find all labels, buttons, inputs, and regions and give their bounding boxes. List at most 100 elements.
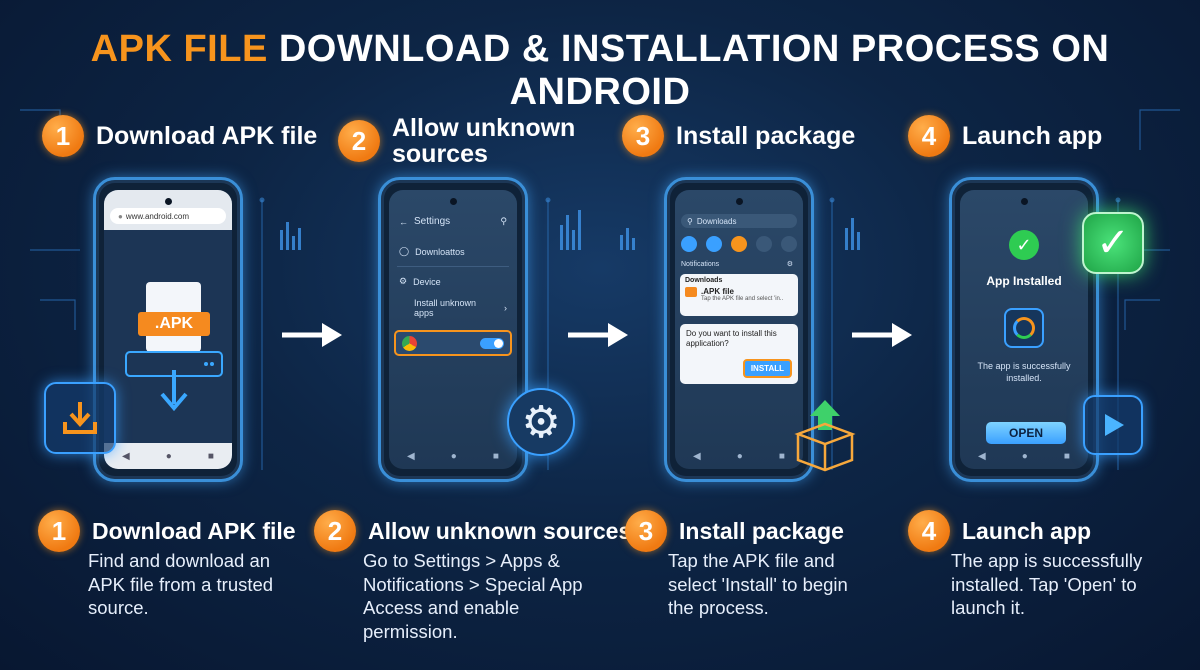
- title-rest: DOWNLOAD & INSTALLATION PROCESS ON ANDRO…: [278, 28, 1110, 113]
- home-icon[interactable]: ●: [1021, 450, 1028, 462]
- settings-title: Settings: [414, 216, 451, 227]
- desc-1-title: Download APK file: [92, 517, 296, 544]
- phone-4-navbar: ◀ ● ■: [960, 443, 1088, 469]
- search-icon[interactable]: ⚲: [500, 216, 507, 226]
- address-url: www.android.com: [125, 211, 189, 221]
- back-icon[interactable]: ◀: [693, 450, 701, 462]
- phone-settings: ← Settings ⚲ ◯ Downloattos ⚙ Device Inst…: [378, 177, 528, 482]
- apk-badge: .APK: [138, 312, 210, 336]
- phone-3-screen: ⚲ Downloads Notifications ⚙ Downloads .A…: [675, 190, 803, 469]
- phone-download: ● www.android.com .APK ◀ ● ■: [93, 177, 243, 482]
- download-notification[interactable]: Downloads .APK file Tap the APK file and…: [680, 274, 798, 316]
- notification-title: Downloads: [685, 277, 723, 284]
- desc-4-line: The app is successfully: [951, 550, 1143, 571]
- step-3-number: 3: [622, 115, 664, 157]
- phone-launch: ✓ App Installed The app is successfully …: [949, 177, 1099, 482]
- arrow-right-icon: [282, 323, 342, 347]
- desc-1-line: Find and download an: [88, 550, 271, 571]
- open-button[interactable]: OPEN: [986, 422, 1066, 444]
- desc-3-line: select 'Install' to begin: [668, 573, 848, 595]
- install-button[interactable]: INSTALL: [742, 359, 792, 378]
- desc-2-line: Go to Settings > Apps &: [363, 550, 560, 571]
- notification-file-name: .APK file: [701, 287, 734, 296]
- unknown-source-toggle-row[interactable]: [394, 330, 512, 356]
- phone-install: ⚲ Downloads Notifications ⚙ Downloads .A…: [664, 177, 814, 482]
- step-2-number: 2: [338, 120, 380, 162]
- bluetooth-icon[interactable]: [706, 236, 722, 252]
- desc-1-line: source.: [88, 597, 149, 618]
- desc-4-line: installed. Tap 'Open' to: [951, 573, 1137, 595]
- desc-2-number: 2: [314, 510, 356, 552]
- desc-2-text: Go to Settings > Apps & Notifications > …: [363, 549, 583, 643]
- phone-3-navbar: ◀ ● ■: [675, 443, 803, 469]
- recents-icon[interactable]: ■: [778, 450, 785, 462]
- check-small-icon: ✓: [1009, 230, 1039, 260]
- step-3-header: 3 Install package: [622, 115, 855, 157]
- desc-1-text: Find and download an APK file from a tru…: [88, 549, 273, 620]
- success-check-icon: ✓: [1082, 212, 1144, 274]
- home-icon[interactable]: ●: [736, 450, 743, 462]
- desc-2-line: Access and enable: [363, 597, 520, 618]
- settings-item-downloads[interactable]: ◯ Downloattos: [399, 246, 507, 257]
- app-installed-label: App Installed: [986, 274, 1062, 288]
- notifications-label: Notifications: [681, 260, 720, 268]
- recents-icon[interactable]: ■: [492, 450, 499, 462]
- desc-4-title: Launch app: [962, 517, 1092, 544]
- back-arrow-icon[interactable]: ←: [399, 216, 408, 227]
- clock-icon: ◯: [399, 246, 410, 256]
- home-icon[interactable]: ●: [165, 450, 172, 462]
- notification-file-sub: Tap the APK file and select 'in..: [701, 296, 784, 302]
- step-1-heading: Download APK file: [96, 122, 318, 150]
- recents-icon[interactable]: ■: [1063, 450, 1070, 462]
- settings-item-unknown-apps[interactable]: Install unknown apps ›: [414, 298, 507, 318]
- page-title: APK FILE DOWNLOAD & INSTALLATION PROCESS…: [0, 28, 1200, 114]
- step-2-header: 2 Allow unknown sources: [338, 115, 575, 167]
- desc-4-text: The app is successfully installed. Tap '…: [951, 549, 1142, 620]
- installed-message: The app is successfully installed.: [977, 361, 1071, 383]
- search-text: Downloads: [696, 216, 737, 226]
- settings-header: ← Settings ⚲: [399, 216, 507, 227]
- address-bar[interactable]: ● www.android.com: [110, 208, 226, 224]
- home-icon[interactable]: ●: [450, 450, 457, 462]
- settings-item-device[interactable]: ⚙ Device: [399, 276, 507, 287]
- chevron-right-icon: ›: [504, 303, 507, 313]
- desc-4-line: launch it.: [951, 597, 1026, 618]
- step-3-heading: Install package: [676, 122, 856, 150]
- phone-2-navbar: ◀ ● ■: [389, 443, 517, 469]
- desc-3-header: 3 Install package: [625, 510, 844, 552]
- recents-icon[interactable]: ■: [207, 450, 214, 462]
- step-2-heading: Allow unknown sources: [392, 115, 575, 167]
- download-tray-icon: [125, 351, 223, 412]
- back-icon[interactable]: ◀: [978, 450, 986, 462]
- step-1-number: 1: [42, 115, 84, 157]
- step-4-number: 4: [908, 115, 950, 157]
- download-small-icon[interactable]: [731, 236, 747, 252]
- notifications-header: Notifications ⚙: [681, 260, 793, 269]
- desc-1-header: 1 Download APK file: [38, 510, 296, 552]
- desc-3-line: Tap the APK file and: [668, 550, 835, 571]
- app-icon[interactable]: [1004, 308, 1044, 348]
- step-1-header: 1 Download APK file: [42, 115, 317, 157]
- desc-1-line: APK file from a trusted: [88, 573, 274, 595]
- phone-1-screen: ● www.android.com .APK ◀ ● ■: [104, 190, 232, 469]
- desc-4-header: 4 Launch app: [908, 510, 1091, 552]
- search-icon: ⚲: [687, 216, 693, 226]
- desc-2-title: Allow unknown sources: [368, 517, 632, 544]
- download-icon: [44, 382, 116, 454]
- rotate-icon[interactable]: [756, 236, 772, 252]
- title-highlight: APK FILE: [90, 28, 268, 70]
- wifi-icon[interactable]: [681, 236, 697, 252]
- back-icon[interactable]: ◀: [122, 450, 130, 462]
- chrome-icon: [402, 336, 417, 351]
- gear-small-icon: ⚙: [399, 276, 408, 286]
- toggle-switch[interactable]: [480, 338, 504, 349]
- package-box-icon: [794, 400, 856, 472]
- back-icon[interactable]: ◀: [407, 450, 415, 462]
- step-2-heading-line-2: sources: [392, 140, 488, 168]
- step-4-header: 4 Launch app: [908, 115, 1102, 157]
- install-dialog: Do you want to install this application?…: [680, 324, 798, 384]
- desc-3-title: Install package: [679, 517, 844, 544]
- desc-1-number: 1: [38, 510, 80, 552]
- airplane-icon[interactable]: [781, 236, 797, 252]
- search-bar[interactable]: ⚲ Downloads: [681, 214, 797, 228]
